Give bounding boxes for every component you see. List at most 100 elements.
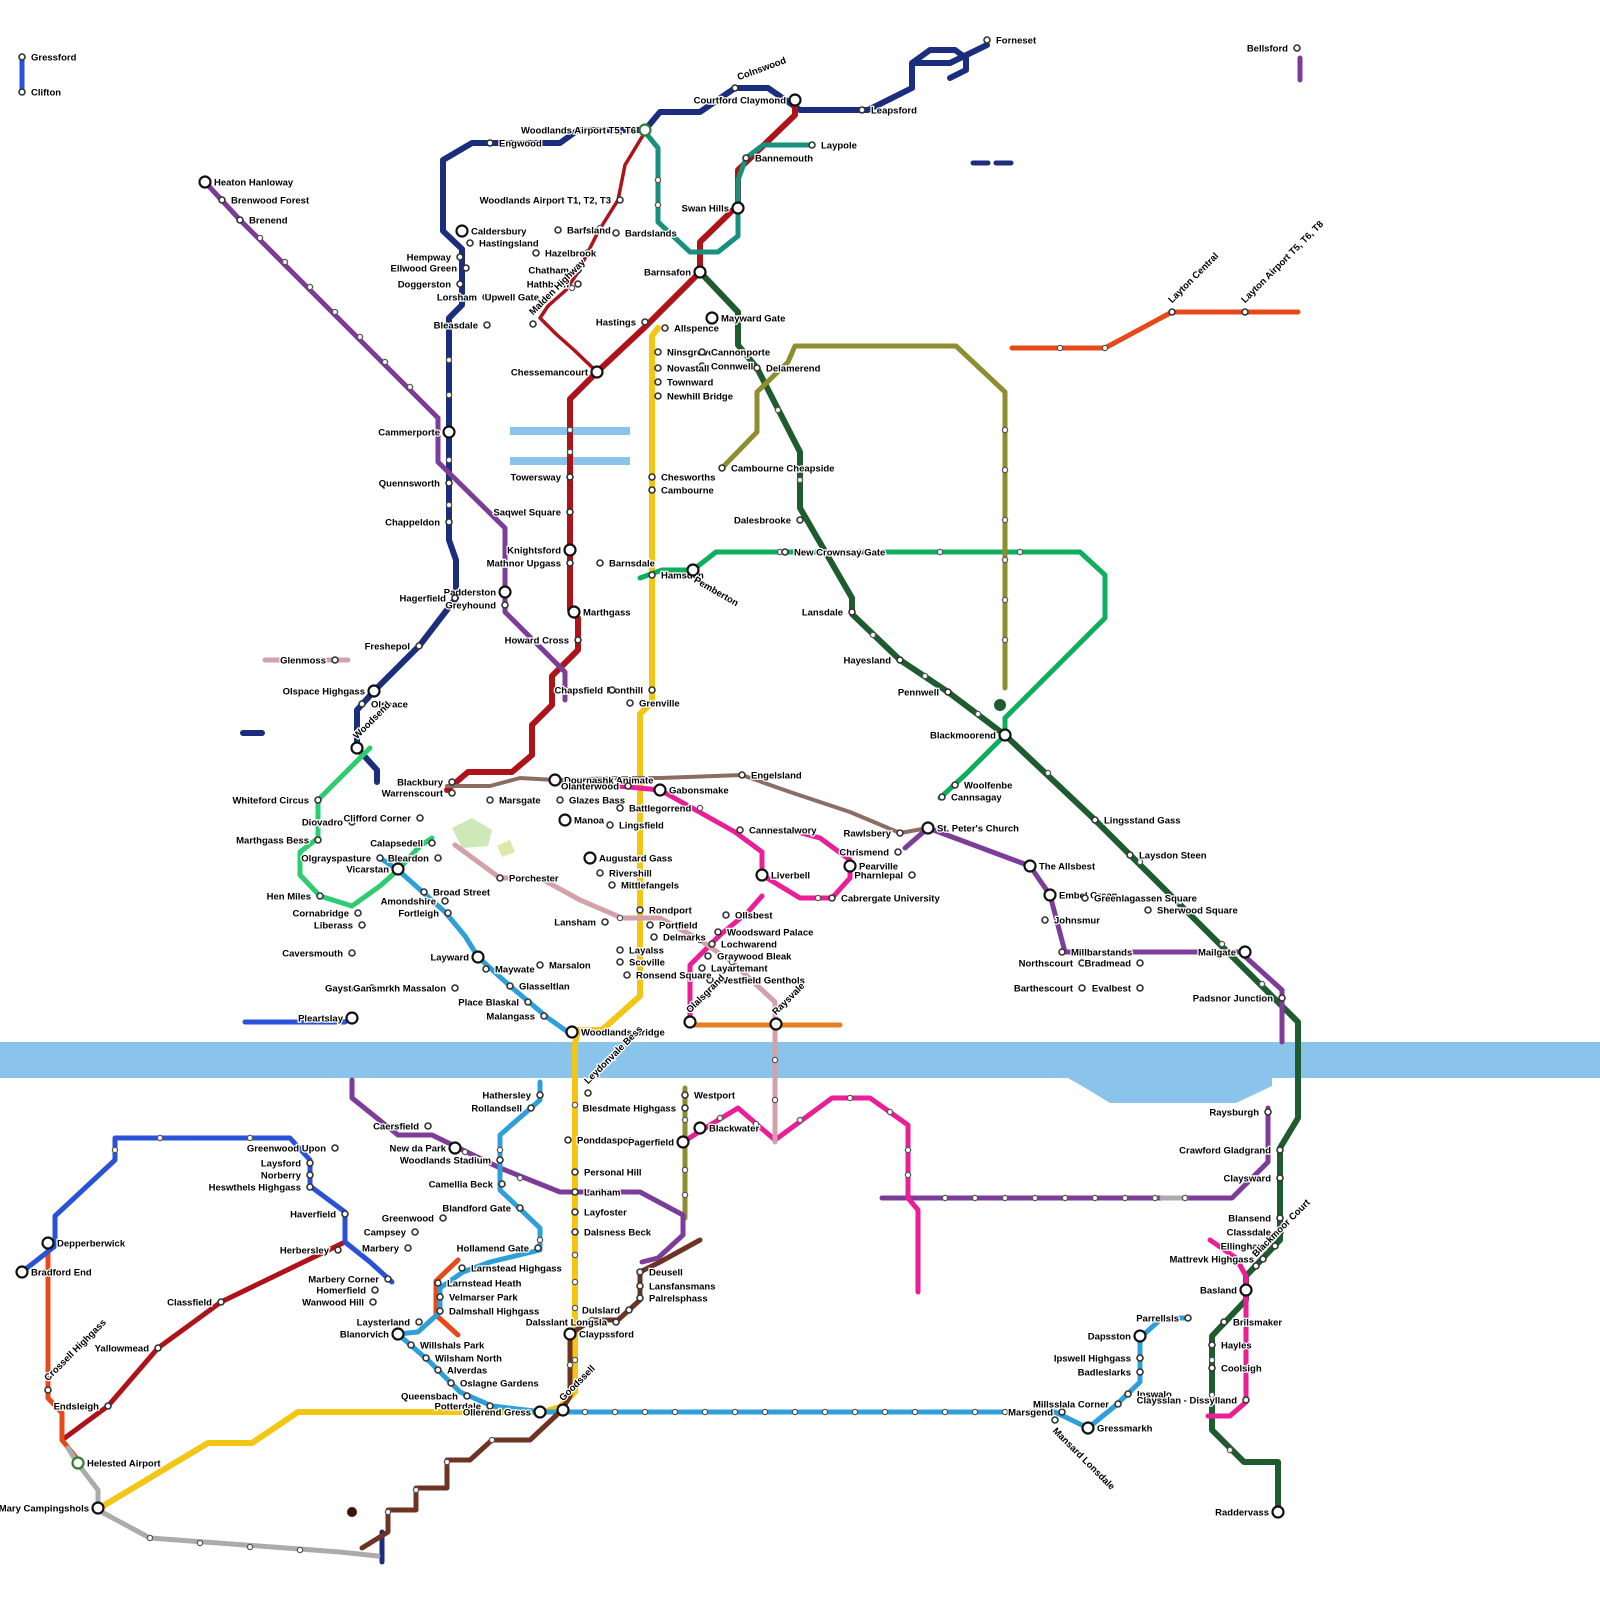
station-label: Dulslard — [582, 1306, 620, 1317]
station-label: Howard Cross — [505, 636, 569, 647]
station-label: Quennsworth — [379, 479, 440, 490]
station-label: Chessemancourt — [511, 368, 589, 379]
airport-interchange-ring — [71, 1456, 85, 1470]
station-tick — [445, 356, 453, 364]
station-label: Dalsslant Longsla — [526, 1318, 608, 1329]
station-label: Deusell — [649, 1268, 683, 1279]
station-tick — [536, 1236, 544, 1244]
station-label: Pleartslay — [298, 1014, 344, 1025]
station-dot — [731, 84, 739, 92]
station-dot — [445, 518, 453, 526]
station-dot — [616, 946, 624, 954]
station-interchange — [345, 1011, 359, 1025]
station-tick — [331, 308, 339, 316]
station-interchange — [391, 862, 405, 876]
station-tick — [696, 936, 704, 944]
station-interchange — [1238, 945, 1252, 959]
station-dot — [556, 796, 564, 804]
station-label: Fortleigh — [398, 909, 439, 920]
station-dot — [1278, 994, 1286, 1002]
station-label: Wanwood Hill — [302, 1298, 364, 1309]
station-dot — [625, 1306, 633, 1314]
station-dot — [574, 636, 582, 644]
station-tick — [1121, 1194, 1129, 1202]
station-interchange — [1043, 888, 1057, 902]
station-dot — [407, 1341, 415, 1349]
station-dot — [348, 949, 356, 957]
station-dot — [742, 154, 750, 162]
station-tick — [296, 1546, 304, 1554]
station-tick — [306, 283, 314, 291]
station-label: Alverdas — [447, 1366, 487, 1377]
map-spot — [347, 1507, 357, 1517]
station-dot — [781, 548, 789, 556]
station-tick — [791, 1408, 799, 1416]
station-dot — [404, 1244, 412, 1252]
station-tick — [246, 1543, 254, 1551]
station-label: Marbery — [362, 1244, 400, 1255]
station-dot — [1091, 816, 1099, 824]
station-dot — [1126, 851, 1134, 859]
station-dot — [1184, 1314, 1192, 1322]
station-tick — [256, 234, 264, 242]
station-label: Upwell Gate — [485, 293, 539, 304]
station-dot — [896, 656, 904, 664]
station-dot — [698, 964, 706, 972]
station-label: Saqwel Square — [493, 508, 561, 519]
station-label: Place Blaskal — [458, 998, 519, 1009]
station-dot — [331, 1144, 339, 1152]
station-label: Lingsfield — [619, 821, 664, 832]
station-label: Bradmead — [1085, 959, 1132, 970]
station-label: Ponddaspol — [577, 1136, 631, 1147]
station-dot — [1114, 1400, 1122, 1408]
station-interchange — [788, 93, 802, 107]
station-dot — [428, 839, 436, 847]
station-label: Caersfield — [373, 1122, 419, 1133]
station-tick — [1101, 344, 1109, 352]
station-label: Hempway — [407, 253, 452, 264]
station-tick — [596, 224, 604, 232]
station-dot — [411, 1228, 419, 1236]
station-label: Amondshire — [381, 897, 436, 908]
station-interchange — [769, 1017, 783, 1031]
station-interchange — [1133, 1329, 1147, 1343]
park-area — [452, 818, 492, 848]
station-dot — [501, 601, 509, 609]
station-tick — [1226, 1446, 1234, 1454]
station-label: Caversmouth — [282, 949, 343, 960]
station-label: Blackmoorend — [930, 731, 996, 742]
station-dot — [1271, 1242, 1279, 1250]
station-tick — [971, 1408, 979, 1416]
station-label: Olspace — [371, 700, 408, 711]
station-label: Dalmshall Highgass — [449, 1307, 539, 1318]
station-dot — [951, 781, 959, 789]
station-dot — [944, 688, 952, 696]
station-dot — [486, 796, 494, 804]
station-label: Lansfansmans — [649, 1282, 716, 1293]
station-interchange — [1081, 1421, 1095, 1435]
station-interchange — [455, 224, 469, 238]
station-dot — [1264, 1108, 1272, 1116]
station-dot — [516, 1204, 524, 1212]
station-label: Glasseltlan — [519, 982, 570, 993]
station-label: Bleasdale — [434, 321, 478, 332]
station-dot — [532, 249, 540, 257]
station-label: Caldersbury — [471, 227, 527, 238]
station-label: Mayward Gate — [721, 314, 785, 325]
station-tick — [696, 804, 704, 812]
station-label: Engelsland — [751, 771, 802, 782]
station-label: Brenwood Forest — [231, 196, 310, 207]
station-label: Chesworths — [661, 473, 715, 484]
station-tick — [821, 1408, 829, 1416]
station-dot — [354, 909, 362, 917]
station-label: Dalesbrooke — [734, 516, 791, 527]
station-dot — [1136, 1354, 1144, 1362]
station-interchange — [350, 741, 364, 755]
station-dot — [334, 1246, 342, 1254]
station-interchange — [1271, 1505, 1285, 1519]
station-label: Herbersley — [280, 1246, 330, 1257]
station-label: Claysward — [1223, 1174, 1271, 1185]
station-label: Woolfenbe — [964, 781, 1012, 792]
station-label: Hastings — [596, 318, 636, 329]
station-label: Olspace Highgass — [283, 687, 365, 698]
